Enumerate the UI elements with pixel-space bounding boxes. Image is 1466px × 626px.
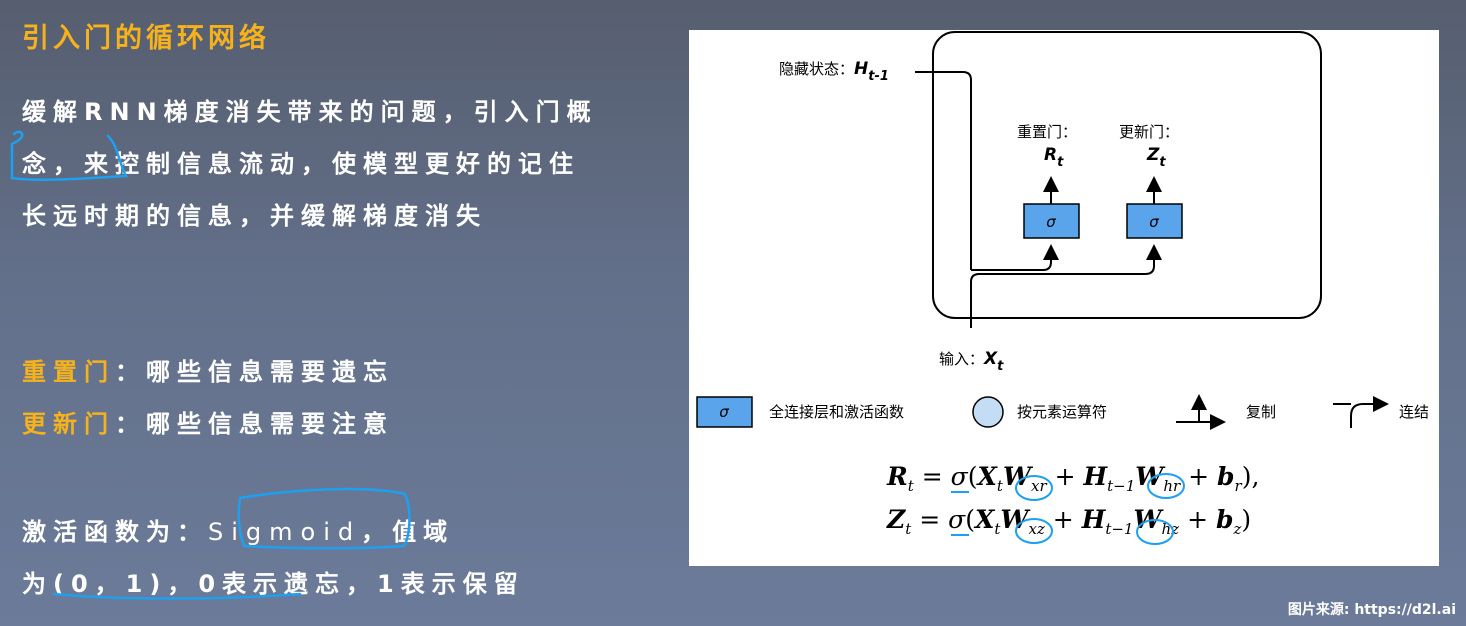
hidden-state-label: 隐藏状态：Ht-1 — [779, 59, 889, 84]
legend-elementwise-circle — [972, 396, 1004, 428]
activation-suffix: ，值域 — [361, 518, 455, 546]
legend-copy-label: 复制 — [1246, 403, 1276, 421]
hidden-state-line — [915, 71, 972, 270]
reset-symbol: Rt — [1044, 145, 1064, 170]
activation-function: Sigmoid — [208, 518, 362, 546]
reset-gate-line: 重置门：哪些信息需要遗忘 — [22, 352, 394, 387]
update-sigma: σ — [1149, 213, 1159, 231]
update-gate-line: 更新门：哪些信息需要注意 — [22, 404, 394, 439]
update-gate-box — [1126, 203, 1183, 239]
reset-gate-desc: 哪些信息需要遗忘 — [146, 358, 394, 386]
legend-concat-label: 连结 — [1399, 403, 1429, 421]
legend-fc-box — [696, 396, 753, 428]
input-line — [970, 273, 980, 328]
to-update-arrow — [979, 244, 1162, 275]
slide-title: 引入门的循环网络 — [22, 23, 270, 54]
reset-gate-sep: ： — [115, 358, 146, 386]
equation-annotations — [951, 473, 1185, 545]
update-gate-label: 更新门： — [1119, 123, 1179, 141]
intro-paragraph: 缓解RNN梯度消失带来的问题，引入门概念，来控制信息流动，使模型更好的记住长远时… — [22, 98, 598, 230]
legend-concat-icon — [1350, 396, 1389, 428]
activation-prefix: 激活函数为： — [22, 518, 208, 546]
legend-fc-label: 全连接层和激活函数 — [769, 403, 904, 421]
update-symbol: Zt — [1146, 145, 1166, 170]
equation-update: Zt = σ(XtWxz + Ht−1Whz + bz) — [886, 505, 1251, 538]
legend-elementwise-label: 按元素运算符 — [1017, 403, 1107, 421]
to-reset-arrow — [971, 244, 1059, 271]
reset-sigma: σ — [1046, 213, 1056, 231]
reset-gate-name: 重置门 — [22, 358, 115, 386]
legend-sigma: σ — [719, 403, 729, 421]
gru-cell-box — [932, 31, 1322, 319]
activation-line-2: 为(0，1)，0表示遗忘，1表示保留 — [22, 570, 525, 598]
input-label: 输入：Xt — [939, 349, 1004, 374]
activation-text: 激活函数为：Sigmoid，值域 为(0，1)，0表示遗忘，1表示保留 — [22, 506, 622, 610]
image-source-credit: 图片来源: https://d2l.ai — [1287, 602, 1456, 618]
activation-line-1: 激活函数为：Sigmoid，值域 — [22, 506, 622, 558]
reset-gate-box — [1023, 203, 1080, 239]
gate-equations: Rt = σ(XtWxr + Ht−1Whr + br), Zt = σ(XtW… — [886, 462, 1259, 545]
update-gate-desc: 哪些信息需要注意 — [146, 410, 394, 438]
gru-diagram-panel: σ σ 隐藏状态：Ht-1 重置门： 更新门： Rt Zt 输入：Xt σ 全连… — [689, 30, 1439, 566]
reset-gate-label: 重置门： — [1017, 123, 1077, 141]
equation-reset: Rt = σ(XtWxr + Ht−1Whr + br), — [886, 462, 1259, 495]
update-gate-name: 更新门 — [22, 410, 115, 438]
gru-diagram: σ σ 隐藏状态：Ht-1 重置门： 更新门： Rt Zt 输入：Xt σ 全连… — [696, 31, 1429, 545]
update-gate-sep: ： — [115, 410, 146, 438]
